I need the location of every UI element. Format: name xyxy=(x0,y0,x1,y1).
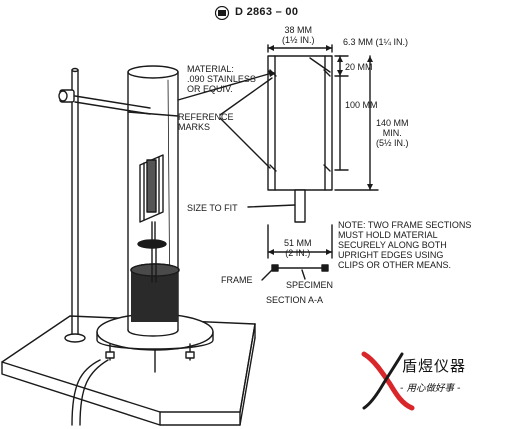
note-text: NOTE: TWO FRAME SECTIONS MUST HOLD MATER… xyxy=(338,220,472,270)
dimension-20mm: 20 MM xyxy=(345,62,373,72)
section-label: SECTION A-A xyxy=(266,295,324,305)
material-label: MATERIAL: .090 STAINLESS OR EQUIV. xyxy=(187,64,256,94)
ring-stand xyxy=(58,67,151,343)
dimension-arrows xyxy=(268,45,373,255)
dimension-100mm: 100 MM xyxy=(345,100,378,110)
astm-logo-icon xyxy=(214,6,230,20)
frame-label: FRAME xyxy=(221,275,253,285)
size-to-fit-label: SIZE TO FIT xyxy=(187,203,238,213)
glass-chimney xyxy=(127,65,180,337)
reference-marks-label: REFERENCE MARKS xyxy=(178,112,234,132)
standard-designation: D 2863 – 00 xyxy=(235,6,299,18)
dimension-6-3mm: 6.3 MM (1¼ IN.) xyxy=(343,37,409,47)
specimen-label: SPECIMEN xyxy=(286,280,334,290)
frame-front-view xyxy=(177,44,379,281)
watermark-slogan: - 用心做好事 - xyxy=(400,383,461,394)
dimension-38mm: 38 MM (1½ IN.) xyxy=(282,25,315,45)
dimension-51mm: 51 MM (2 IN.) xyxy=(284,238,312,258)
x-brand-logo-icon xyxy=(361,351,415,411)
dimension-140mm: 140 MM MIN. (5½ IN.) xyxy=(376,118,409,148)
specimen-holder-3d xyxy=(137,154,167,283)
watermark-title: 盾煜仪器 xyxy=(402,357,467,375)
